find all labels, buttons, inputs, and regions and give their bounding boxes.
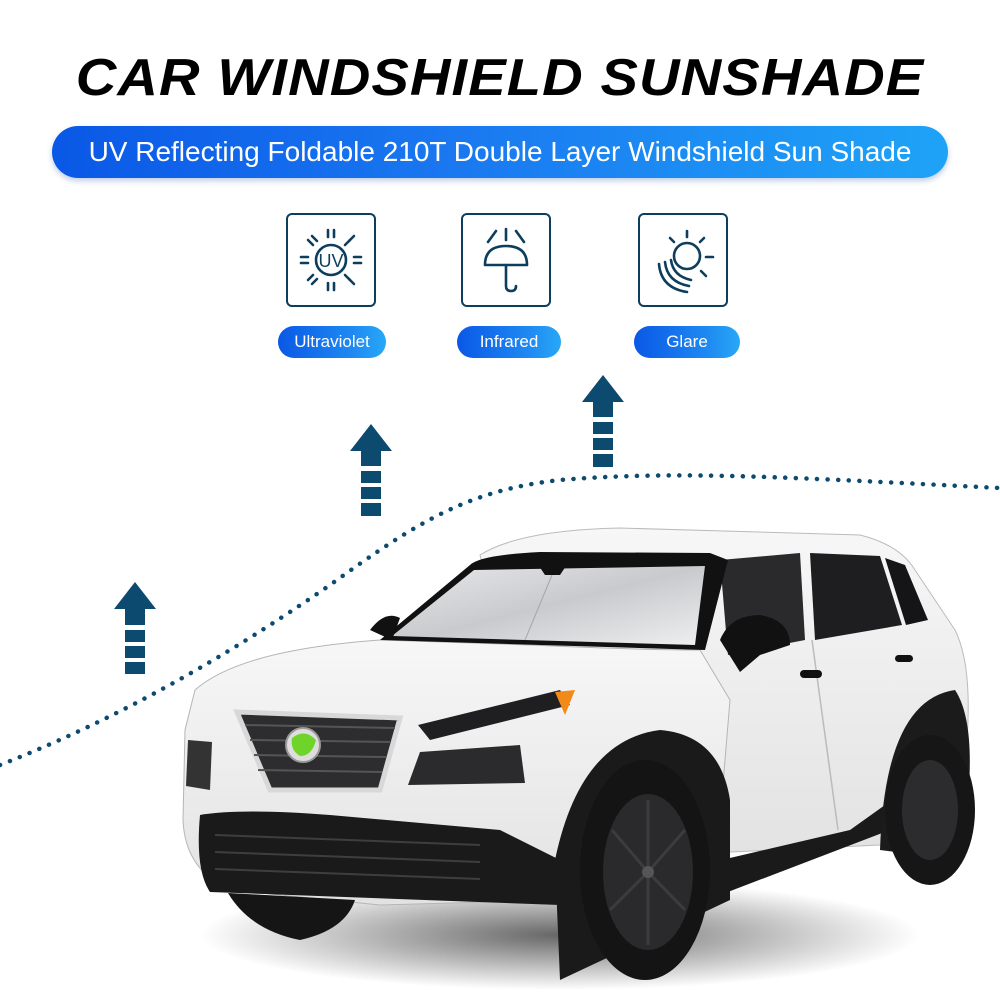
glare-sun-icon — [638, 213, 728, 307]
subtitle-banner: UV Reflecting Foldable 210T Double Layer… — [52, 126, 948, 178]
ultraviolet-label: Ultraviolet — [278, 326, 386, 358]
page-title: CAR WINDSHIELD SUNSHADE — [75, 49, 925, 107]
feature-ultraviolet: UV Ultraviolet — [278, 213, 386, 358]
feature-infrared: Infrared — [457, 213, 561, 358]
uv-sun-icon: UV — [286, 213, 376, 307]
arrow-up-icon — [582, 375, 624, 467]
umbrella-icon — [461, 213, 551, 307]
subtitle-text: UV Reflecting Foldable 210T Double Layer… — [88, 136, 912, 167]
svg-text:UV: UV — [318, 251, 343, 271]
arrow-up-icon — [350, 424, 392, 516]
arrow-up-icon — [114, 582, 156, 674]
feature-glare: Glare — [634, 213, 740, 358]
glare-label: Glare — [634, 326, 740, 358]
infrared-label: Infrared — [457, 326, 561, 358]
